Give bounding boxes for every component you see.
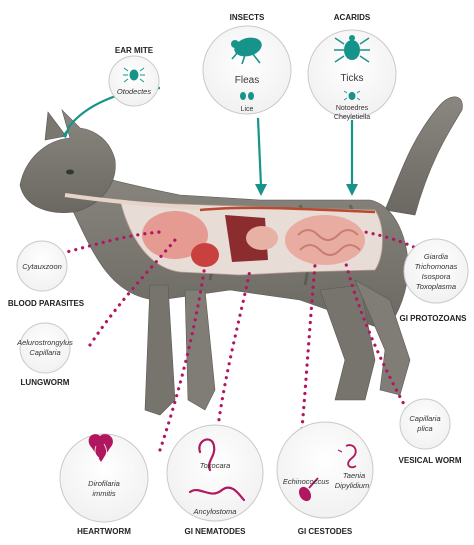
blood-parasites-name: Cytauxzoon [22, 262, 62, 271]
lungworm-callout: Aelurostrongylus Capillaria LUNGWORM [16, 322, 73, 387]
gi-protozoans-callout: Giardia Trichomonas Isospora Toxoplasma … [400, 238, 469, 323]
blood-parasites-callout: Cytauxzoon BLOOD PARASITES [8, 240, 85, 308]
lungworm-circle [19, 322, 71, 374]
gi-protozoans-toxoplasma: Toxoplasma [416, 282, 456, 291]
mite-icon [123, 67, 145, 83]
gi-nematodes-title: GI NEMATODES [184, 527, 246, 536]
insects-callout: INSECTS Fleas Lice [202, 13, 292, 115]
ear-mite-name: Otodectes [117, 87, 151, 96]
cat-illustration [19, 96, 463, 416]
insects-arrowhead [255, 184, 267, 196]
ear-arrowhead [62, 124, 71, 138]
vesical-worm-title: VESICAL WORM [399, 456, 462, 465]
gi-protozoans-isospora: Isospora [422, 272, 451, 281]
acarids-ticks-label: Ticks [341, 73, 364, 84]
mite-icon [343, 90, 361, 101]
endoparasite-connectors [53, 230, 422, 457]
insects-title: INSECTS [230, 13, 265, 22]
ear-mite-callout: EAR MITE Otodectes [108, 46, 160, 107]
gi-protozoans-trichomonas: Trichomonas [415, 262, 458, 271]
heartworm-callout: Dirofilaria immitis HEARTWORM [59, 433, 149, 536]
gi-cestodes-taenia: Taenia [343, 471, 365, 480]
gi-cestodes-dipylidium: Dipylidium [335, 481, 370, 490]
gi-nematodes-ancylostoma: Ancylostoma [193, 507, 237, 516]
gi-nematodes-toxocara: Toxocara [200, 461, 231, 470]
gi-nematodes-circle [166, 424, 264, 522]
vesical-worm-name-2: plica [416, 424, 432, 433]
blood-parasites-title: BLOOD PARASITES [8, 299, 85, 308]
ear-mite-circle [108, 55, 160, 107]
lice-icon [240, 92, 254, 100]
vesical-worm-callout: Capillaria plica VESICAL WORM [399, 398, 462, 465]
insects-fleas-label: Fleas [235, 75, 259, 86]
ear-mite-title: EAR MITE [115, 46, 154, 55]
insects-circle [202, 25, 292, 115]
vesical-worm-name-1: Capillaria [409, 414, 440, 423]
heartworm-circle [59, 433, 149, 523]
insects-lice-label: Lice [241, 106, 254, 113]
acarids-arrowhead [346, 184, 358, 196]
acarids-cheyletiella-label: Cheyletiella [334, 114, 370, 121]
gi-cestodes-title: GI CESTODES [298, 527, 353, 536]
acarids-callout: ACARIDS Ticks Notoedres Cheyletiella [307, 13, 397, 121]
heartworm-name-1: Dirofilaria [88, 479, 120, 488]
acarids-title: ACARIDS [334, 13, 371, 22]
vesical-worm-circle [399, 398, 451, 450]
gi-protozoans-giardia: Giardia [424, 252, 448, 261]
flea-icon [231, 37, 262, 65]
gi-cestodes-circle [276, 421, 374, 519]
gi-nematodes-callout: Toxocara Ancylostoma GI NEMATODES [166, 424, 264, 536]
lungworm-title: LUNGWORM [21, 378, 70, 387]
lungworm-name-1: Aelurostrongylus [16, 338, 73, 347]
blood-parasites-circle [16, 240, 68, 292]
gi-protozoans-title: GI PROTOZOANS [400, 314, 468, 323]
tick-icon [334, 35, 370, 63]
heart-icon [88, 434, 113, 462]
acarids-circle [307, 29, 397, 119]
gi-cestodes-callout: Echinococcus Taenia Dipylidium GI CESTOD… [276, 421, 374, 536]
heartworm-title: HEARTWORM [77, 527, 131, 536]
gi-cestodes-echinococcus: Echinococcus [283, 477, 330, 486]
acarids-notoedres-label: Notoedres [336, 105, 369, 112]
gi-protozoans-circle [403, 238, 469, 304]
roundworm-icon [188, 438, 246, 502]
tapeworm-icon [298, 444, 357, 502]
heartworm-name-2: immitis [92, 489, 116, 498]
lungworm-name-2: Capillaria [29, 348, 60, 357]
